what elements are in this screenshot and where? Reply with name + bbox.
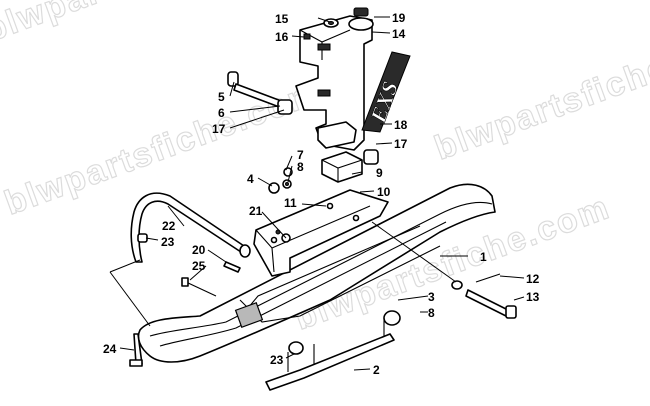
callouts: 1 2 3 4 5 6 7 8 8 9 10 11 12 13 14 15 16… — [103, 11, 540, 377]
top-hardware — [303, 7, 369, 40]
callout-7: 7 — [297, 148, 304, 162]
watermark-text-4: blwpartsfiche.com — [430, 18, 650, 167]
spacer-block — [321, 151, 363, 183]
callout-16: 16 — [275, 30, 289, 44]
callout-5: 5 — [218, 90, 225, 104]
callout-4: 4 — [247, 172, 254, 186]
callout-23-lower: 23 — [270, 353, 284, 367]
callout-6: 6 — [218, 106, 225, 120]
callout-13: 13 — [526, 290, 540, 304]
callout-18: 18 — [394, 118, 408, 132]
callout-11: 11 — [284, 196, 297, 210]
ski-saddle — [253, 189, 389, 277]
callout-23-upper: 23 — [161, 235, 175, 249]
callout-17-right: 17 — [394, 137, 408, 151]
callout-2: 2 — [373, 363, 380, 377]
leader-lines — [109, 16, 525, 371]
callout-10: 10 — [377, 185, 391, 199]
callout-22: 22 — [162, 219, 176, 233]
callout-8-lower: 8 — [428, 306, 435, 320]
watermark-text-1: blwpartsfiche.com — [0, 0, 305, 50]
callout-21: 21 — [249, 204, 263, 218]
callout-24: 24 — [103, 342, 117, 356]
callout-9: 9 — [376, 166, 383, 180]
callout-12: 12 — [526, 272, 540, 286]
spindle — [295, 15, 374, 151]
callout-1: 1 — [480, 250, 487, 264]
callout-17-left: 17 — [212, 122, 226, 136]
callout-20: 20 — [192, 243, 206, 257]
callout-25: 25 — [192, 259, 206, 273]
callout-19: 19 — [392, 11, 406, 25]
callout-8-upper: 8 — [297, 160, 304, 174]
callout-15: 15 — [275, 12, 289, 26]
callout-14: 14 — [392, 27, 406, 41]
wear-bar — [265, 318, 395, 391]
callout-3: 3 — [428, 290, 435, 304]
ski-loop — [130, 192, 251, 263]
